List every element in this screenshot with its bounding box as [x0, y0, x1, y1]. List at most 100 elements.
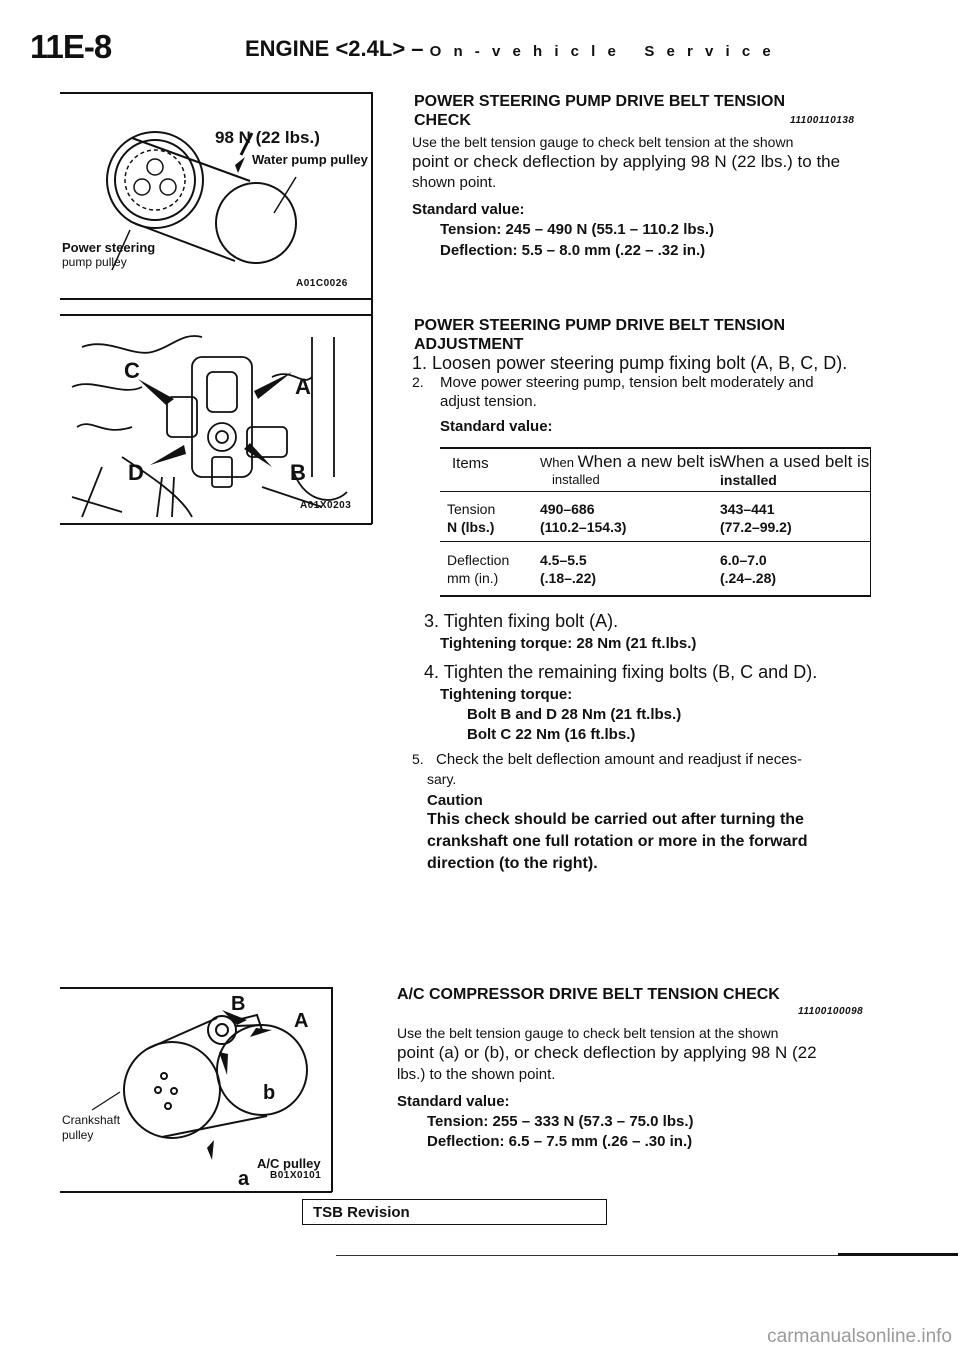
figure2-label-a: A — [295, 374, 311, 399]
section2-step3-torque: Tightening torque: 28 Nm (21 ft.lbs.) — [440, 635, 697, 652]
section1-title-line1: POWER STEERING PUMP DRIVE BELT TENSION — [414, 93, 785, 110]
table-header-used-line2: installed — [720, 472, 777, 488]
bottom-panel-border-top — [60, 987, 332, 989]
section3-standard-label: Standard value: — [397, 1093, 510, 1110]
left-panel-border-top — [60, 92, 372, 94]
left-panel-border-bottom — [60, 523, 372, 525]
section2-step5-num: 5. — [412, 751, 424, 767]
section3-para-line3: lbs.) to the shown point. — [397, 1066, 556, 1083]
section3-tension: Tension: 255 – 333 N (57.3 – 75.0 lbs.) — [427, 1113, 694, 1130]
bottom-panel-border-right — [331, 987, 333, 1192]
belt-diagram-figure — [106, 131, 297, 271]
figure3-label-a-lower: a — [238, 1168, 250, 1190]
section2-standard-label: Standard value: — [440, 418, 553, 435]
section2-title-line2: ADJUSTMENT — [414, 336, 524, 353]
caution-line3: direction (to the right). — [427, 855, 598, 872]
section2-step4-bolt-bd: Bolt B and D 28 Nm (21 ft.lbs.) — [467, 706, 682, 723]
left-panel-divider — [60, 298, 372, 300]
footer-rule-bold — [838, 1253, 958, 1256]
section2-step5-line1: Check the belt deflection amount and rea… — [436, 751, 803, 768]
figure1-force-label: 98 N (22 lbs.) — [215, 128, 320, 147]
figure3-label-b-lower: b — [263, 1082, 276, 1104]
footer-rule — [336, 1255, 958, 1256]
section2-step3: 3. Tighten fixing bolt (A). — [424, 611, 619, 631]
figure3-code: B01X0101 — [270, 1170, 322, 1181]
section2-step5-line2: sary. — [427, 771, 457, 787]
tsb-revision-box: TSB Revision — [302, 1199, 607, 1225]
figure3-crankshaft-label: Crankshaft — [62, 1113, 121, 1127]
section1-title-line2: CHECK — [414, 112, 471, 129]
table-deflection-new-1: 4.5–5.5 — [540, 552, 587, 568]
section2-step4: 4. Tighten the remaining fixing bolts (B… — [424, 662, 818, 682]
table-tension-new-2: (110.2–154.3) — [540, 519, 627, 535]
section3-deflection: Deflection: 6.5 – 7.5 mm (.26 – .30 in.) — [427, 1133, 693, 1150]
section2-title-line1: POWER STEERING PUMP DRIVE BELT TENSION — [414, 317, 785, 334]
section1-para-line3: shown point. — [412, 174, 497, 191]
table-deflection-label-2: mm (in.) — [447, 570, 499, 586]
table-header-new-line1: When When a new belt is — [540, 453, 721, 471]
page-subtitle: O n - v e h i c l e S e r v i c e — [429, 43, 775, 60]
watermark-text: carmanualsonline.info — [767, 1326, 952, 1347]
figure2-code: A01X0203 — [300, 500, 352, 511]
section3-para-line2: point (a) or (b), or check deflection by… — [397, 1043, 817, 1062]
ac-belt-diagram-figure — [91, 1010, 308, 1160]
section3-para-line1: Use the belt tension gauge to check belt… — [397, 1025, 779, 1041]
figure3-label-a-upper: A — [294, 1010, 309, 1032]
section3-code: 11100100098 — [798, 1006, 864, 1017]
table-tension-label-2: N (lbs.) — [447, 519, 495, 535]
table-header-items: Items — [452, 455, 489, 472]
section1-standard-label: Standard value: — [412, 201, 525, 218]
figure2-label-c: C — [124, 358, 140, 383]
ac-pulley-shape — [216, 1024, 308, 1116]
table-tension-used-2: (77.2–99.2) — [720, 519, 792, 535]
section2-step4-bolt-c: Bolt C 22 Nm (16 ft.lbs.) — [467, 726, 636, 743]
page-title-main: ENGINE <2.4L> – — [245, 36, 430, 61]
caution-label: Caution — [427, 792, 483, 809]
section1-para-line2: point or check deflection by applying 98… — [412, 152, 841, 171]
table-header-used-line1: When a used belt is — [720, 452, 870, 471]
table-header-new-text: When a new belt is — [577, 452, 722, 471]
table-deflection-label-1: Deflection — [447, 552, 510, 568]
figure2-label-b: B — [290, 460, 306, 485]
table-deflection-used-2: (.24–.28) — [720, 570, 777, 586]
table-deflection-used-1: 6.0–7.0 — [720, 552, 767, 568]
bottom-panel-border-bottom — [60, 1191, 332, 1193]
tension-spec-table: Items When When a new belt is installed … — [440, 447, 871, 597]
section1-code: 11100110138 — [790, 115, 855, 126]
figure1-pump-pulley-label: pump pulley — [62, 255, 127, 269]
page-code: 11E-8 — [30, 28, 112, 65]
section3-title: A/C COMPRESSOR DRIVE BELT TENSION CHECK — [397, 986, 780, 1003]
figure3-label-b-upper: B — [231, 993, 246, 1015]
figure1-power-steering-label: Power steering — [62, 240, 156, 255]
section2-step4-torque: Tightening torque: — [440, 686, 573, 703]
page-title: ENGINE <2.4L> – O n - v e h i c l e S e … — [245, 36, 775, 62]
table-tension-new-1: 490–686 — [540, 501, 595, 517]
crankshaft-pulley-shape — [123, 1041, 221, 1139]
section1-deflection: Deflection: 5.5 – 8.0 mm (.22 – .32 in.) — [440, 242, 706, 259]
figure3-pulley-label: pulley — [62, 1128, 94, 1142]
left-panel-divider-2 — [60, 314, 372, 316]
figure2-label-d: D — [128, 460, 144, 485]
section2-step2-line1: Move power steering pump, tension belt m… — [440, 374, 814, 391]
figure1-code: A01C0026 — [296, 278, 348, 289]
figure3-ac-pulley-label: A/C pulley — [257, 1156, 321, 1171]
section2-step1: 1. Loosen power steering pump fixing bol… — [412, 353, 848, 373]
table-header-new-when: When — [540, 455, 578, 470]
table-row-divider — [440, 491, 870, 492]
table-row-divider — [440, 541, 870, 542]
section1-tension: Tension: 245 – 490 N (55.1 – 110.2 lbs.) — [440, 221, 715, 238]
water-pump-pulley-shape — [106, 131, 204, 229]
section1-para-line1: Use the belt tension gauge to check belt… — [412, 134, 794, 150]
belt-upper-span — [131, 137, 251, 182]
table-header-new-line2: installed — [552, 472, 600, 487]
pump-bolts-photo — [71, 335, 348, 518]
left-panel-border-right — [371, 92, 373, 524]
caution-line1: This check should be carried out after t… — [427, 811, 804, 828]
table-tension-used-1: 343–441 — [720, 501, 775, 517]
power-steering-pulley-shape — [215, 182, 297, 264]
table-tension-label-1: Tension — [447, 501, 496, 517]
section2-step2-line2: adjust tension. — [440, 393, 537, 410]
caution-line2: crankshaft one full rotation or more in … — [427, 833, 808, 850]
section2-step2-num: 2. — [412, 374, 424, 390]
table-deflection-new-2: (.18–.22) — [540, 570, 597, 586]
